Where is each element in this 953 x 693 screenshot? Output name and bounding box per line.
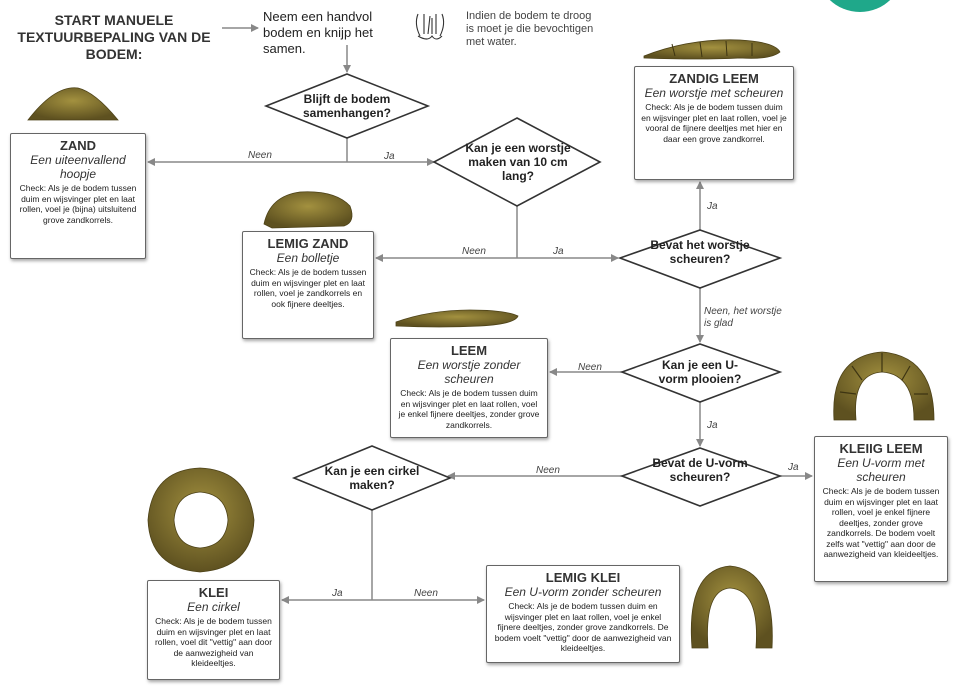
result-check: Check: Als je de bodem tussen duim en wi… xyxy=(249,267,367,309)
result-check: Check: Als je de bodem tussen duim en wi… xyxy=(19,183,137,225)
q2-label: Kan je een worstje maken van 10 cm lang? xyxy=(465,141,571,183)
result-zandig-leem: ZANDIG LEEM Een worstje met scheuren Che… xyxy=(634,66,794,180)
result-title: ZANDIG LEEM xyxy=(669,71,759,86)
result-subtitle: Een cirkel xyxy=(187,600,240,614)
q6-yes-label: Ja xyxy=(332,588,343,599)
q1-label: Blijft de bodem samenhangen? xyxy=(302,92,392,120)
q4-label: Kan je een U-vorm plooien? xyxy=(658,358,742,386)
result-title: KLEIIG LEEM xyxy=(839,441,923,456)
q6-label: Kan je een cirkel maken? xyxy=(324,464,420,492)
q3-label: Bevat het worstje scheuren? xyxy=(650,238,750,266)
q1-no-label: Neen xyxy=(248,150,272,161)
soil-smooth-u-image xyxy=(690,565,773,649)
result-kleiig-leem: KLEIIG LEEM Een U-vorm met scheuren Chec… xyxy=(814,436,948,582)
result-subtitle: Een bolletje xyxy=(276,251,340,265)
result-lemig-klei: LEMIG KLEI Een U-vorm zonder scheuren Ch… xyxy=(486,565,680,663)
soil-pile-image xyxy=(27,87,119,121)
result-check: Check: Als je de bodem tussen duim en wi… xyxy=(398,388,540,430)
soil-smooth-worm-image xyxy=(395,309,519,328)
result-check: Check: Als je de bodem tussen duim en wi… xyxy=(822,486,940,559)
result-title: LEMIG KLEI xyxy=(545,570,621,585)
result-title: ZAND xyxy=(59,138,97,153)
q3-no-label: Neen, het worstje is glad xyxy=(704,306,782,329)
result-subtitle: Een worstje zonder scheuren xyxy=(417,358,521,386)
result-subtitle: Een uiteenvallend hoopje xyxy=(30,153,126,181)
intro-text: Neem een handvol bodem en knijp het same… xyxy=(263,9,373,56)
q2-no-label: Neen xyxy=(462,246,486,257)
q4-yes-label: Ja xyxy=(707,420,718,431)
q5-label: Bevat de U-vorm scheuren? xyxy=(652,456,748,484)
result-title: LEMIG ZAND xyxy=(267,236,349,251)
q1-yes-label: Ja xyxy=(384,151,395,162)
result-title: LEEM xyxy=(450,343,488,358)
soil-cracked-worm-image xyxy=(643,39,781,60)
result-subtitle: Een worstje met scheuren xyxy=(644,86,784,100)
hands-icon xyxy=(415,13,445,40)
decision-q2 xyxy=(432,117,602,207)
result-check: Check: Als je de bodem tussen duim en wi… xyxy=(641,102,787,144)
result-title: KLEI xyxy=(198,585,229,600)
q2-yes-label: Ja xyxy=(553,246,564,257)
soil-ring-image xyxy=(147,467,255,573)
result-zand: ZAND Een uiteenvallend hoopje Check: Als… xyxy=(10,133,146,259)
decision-q1 xyxy=(263,73,431,139)
result-leem: LEEM Een worstje zonder scheuren Check: … xyxy=(390,338,548,438)
page-title: START MANUELE TEXTUURBEPALING VAN DE BOD… xyxy=(17,12,211,62)
decision-q6 xyxy=(291,445,453,511)
soil-cracked-u-image xyxy=(833,351,935,421)
decision-q3 xyxy=(617,229,783,289)
result-subtitle: Een U-vorm met scheuren xyxy=(837,456,925,484)
q6-no-label: Neen xyxy=(414,588,438,599)
q5-yes-label: Ja xyxy=(788,462,799,473)
decision-q5 xyxy=(619,447,783,507)
q5-no-label: Neen xyxy=(536,465,560,476)
result-check: Check: Als je de bodem tussen duim en wi… xyxy=(494,601,672,653)
q4-no-label: Neen xyxy=(578,362,602,373)
result-check: Check: Als je de bodem tussen duim en wi… xyxy=(154,616,273,668)
result-klei: KLEI Een cirkel Check: Als je de bodem t… xyxy=(147,580,280,680)
soil-ball-image xyxy=(263,191,353,229)
result-lemig-zand: LEMIG ZAND Een bolletje Check: Als je de… xyxy=(242,231,374,339)
corner-circle-icon xyxy=(829,0,891,12)
decision-q4 xyxy=(619,343,783,403)
result-subtitle: Een U-vorm zonder scheuren xyxy=(504,585,662,599)
q3-yes-label: Ja xyxy=(707,201,718,212)
moisture-note: Indien de bodem te droog is moet je die … xyxy=(466,10,594,48)
